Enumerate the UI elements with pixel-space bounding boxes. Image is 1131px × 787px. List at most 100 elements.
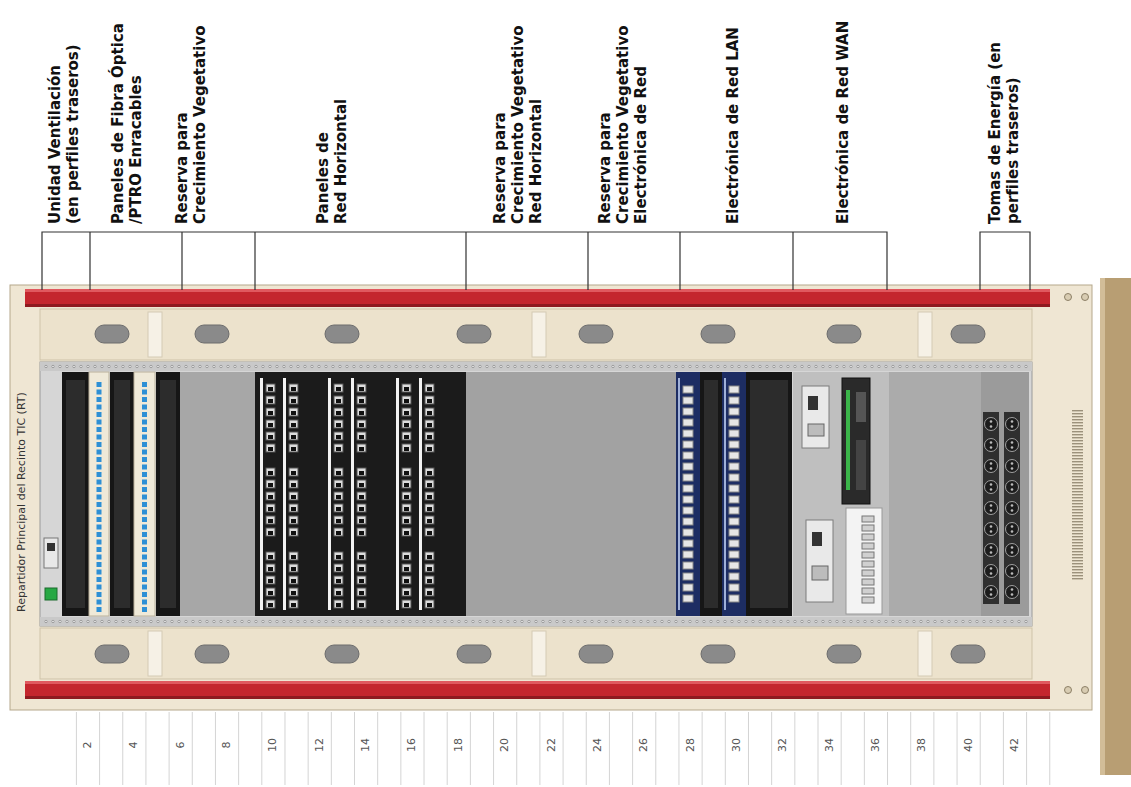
ruler-line bbox=[516, 712, 517, 785]
vent-slot bbox=[1072, 461, 1083, 462]
rail-hole bbox=[409, 365, 411, 367]
rj45-hole bbox=[336, 603, 341, 607]
rj45-port bbox=[266, 480, 275, 488]
vent-slot bbox=[1072, 473, 1083, 474]
rail-hole bbox=[997, 365, 999, 367]
fiber-port bbox=[97, 532, 102, 537]
rj45-port bbox=[357, 432, 366, 440]
vent-slot bbox=[1072, 443, 1083, 444]
vent-slot bbox=[1072, 419, 1083, 420]
rail-hole bbox=[45, 365, 47, 367]
fiber-port bbox=[97, 465, 102, 470]
rail-hole bbox=[234, 620, 236, 622]
rj45-hole bbox=[427, 435, 432, 439]
cable-oval bbox=[827, 645, 861, 663]
rail-hole bbox=[500, 365, 502, 367]
rail-hole bbox=[430, 620, 432, 622]
rail-hole bbox=[983, 620, 985, 622]
ruler-line bbox=[655, 712, 656, 785]
ruler-line bbox=[1026, 712, 1027, 785]
rail-hole bbox=[381, 620, 383, 622]
rail-hole bbox=[66, 365, 68, 367]
switch-port bbox=[683, 408, 693, 415]
rail-hole bbox=[87, 365, 89, 367]
vent-slot bbox=[1072, 506, 1083, 507]
rj45-port bbox=[334, 492, 343, 500]
rack-unit-number: 6 bbox=[174, 730, 188, 760]
switch-port bbox=[729, 507, 739, 514]
rj45-port bbox=[402, 576, 411, 584]
rail-hole bbox=[668, 365, 670, 367]
switch-port-group bbox=[683, 386, 739, 602]
blank-panel bbox=[889, 372, 981, 616]
rj45-port bbox=[334, 420, 343, 428]
rail-hole bbox=[535, 365, 537, 367]
blank-panel bbox=[981, 372, 1029, 616]
rail-hole bbox=[941, 620, 943, 622]
rj45-hole bbox=[336, 495, 341, 499]
rail-hole bbox=[437, 620, 439, 622]
rj45-port bbox=[266, 576, 275, 584]
rj45-hole bbox=[427, 579, 432, 583]
rj45-hole bbox=[268, 387, 273, 391]
rail-hole bbox=[801, 365, 803, 367]
patch-strip bbox=[419, 378, 422, 610]
cable-oval bbox=[827, 325, 861, 343]
cable-oval bbox=[457, 325, 491, 343]
rail-hole bbox=[493, 365, 495, 367]
rail-hole bbox=[675, 365, 677, 367]
fiber-port bbox=[97, 547, 102, 552]
rail-hole bbox=[178, 620, 180, 622]
rail-hole bbox=[59, 365, 61, 367]
vent-slot bbox=[1072, 476, 1083, 477]
wall-bar bbox=[1100, 278, 1131, 775]
power-outlet bbox=[985, 544, 998, 557]
rj45-hole bbox=[404, 555, 409, 559]
switch-port bbox=[683, 584, 693, 591]
rj45-hole bbox=[427, 555, 432, 559]
rj45-port bbox=[357, 396, 366, 404]
rail-hole bbox=[374, 620, 376, 622]
rj45-hole bbox=[291, 579, 296, 583]
rj45-hole bbox=[359, 603, 364, 607]
rail-hole bbox=[542, 620, 544, 622]
outlet-pin bbox=[1011, 462, 1014, 465]
switch-port bbox=[729, 518, 739, 525]
outlet-pin bbox=[990, 551, 993, 554]
section-label: Unidad Ventilación (en perfiles traseros… bbox=[46, 42, 82, 224]
vent-slot bbox=[1072, 578, 1083, 579]
vent-slot bbox=[1072, 455, 1083, 456]
rj45-hole bbox=[404, 447, 409, 451]
rail-hole bbox=[171, 620, 173, 622]
rj45-hole bbox=[427, 447, 432, 451]
fiber-port bbox=[97, 577, 102, 582]
rail-hole bbox=[759, 620, 761, 622]
wan-port bbox=[862, 561, 874, 567]
outlet-pin bbox=[1011, 483, 1014, 486]
rj45-port bbox=[334, 432, 343, 440]
rail-hole bbox=[822, 620, 824, 622]
rail-hole bbox=[717, 365, 719, 367]
rj45-hole bbox=[359, 447, 364, 451]
outlet-pin bbox=[990, 530, 993, 533]
rack-unit-number: 2 bbox=[81, 730, 95, 760]
rj45-port bbox=[266, 504, 275, 512]
rack-rail-bottom bbox=[25, 681, 1050, 699]
vent-slot bbox=[1072, 533, 1083, 534]
rail-hole bbox=[703, 365, 705, 367]
rj45-port bbox=[289, 384, 298, 392]
vent-slot bbox=[1072, 545, 1083, 546]
switch-port bbox=[683, 540, 693, 547]
rail-hole bbox=[1018, 365, 1020, 367]
rail-hole bbox=[864, 620, 866, 622]
rail-hole bbox=[983, 365, 985, 367]
fiber-port bbox=[142, 517, 147, 522]
rail-hole bbox=[619, 620, 621, 622]
rj45-port bbox=[334, 528, 343, 536]
rj45-port bbox=[357, 444, 366, 452]
patch-strip-group bbox=[260, 378, 422, 610]
rail-hole bbox=[339, 365, 341, 367]
rj45-port bbox=[266, 468, 275, 476]
rack-unit-number: 16 bbox=[405, 730, 419, 760]
rj45-hole bbox=[336, 591, 341, 595]
